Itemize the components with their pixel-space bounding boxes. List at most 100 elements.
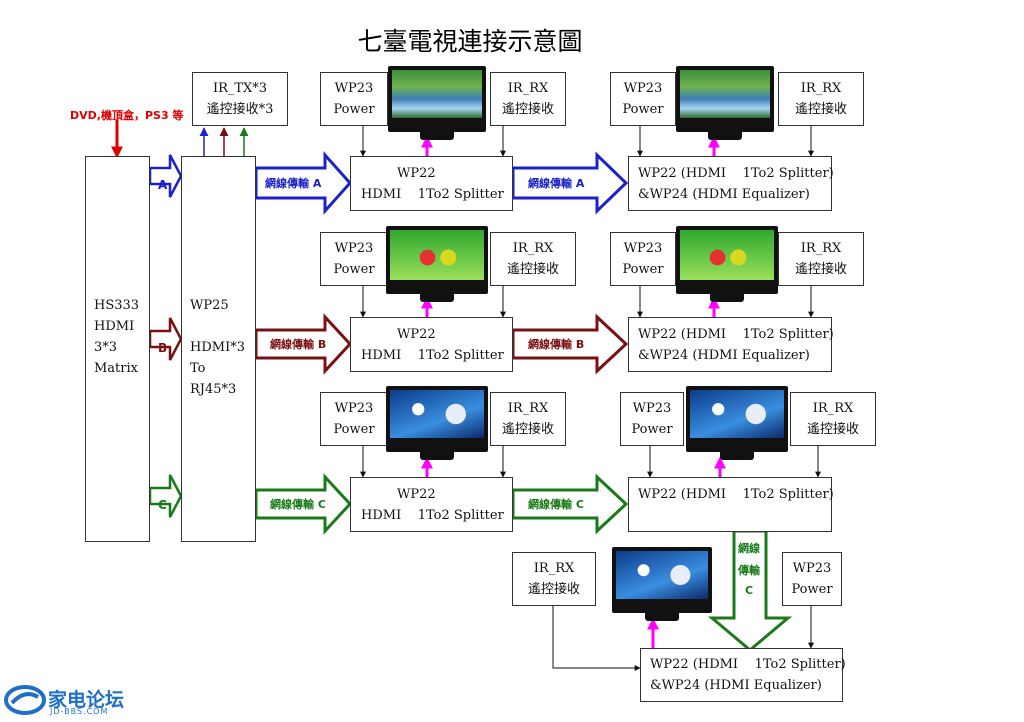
ir-rx-box-c2: IR_RX 遙控接收 xyxy=(790,392,876,446)
source-label: DVD,機頂盒，PS3 等 xyxy=(70,109,184,122)
wp22-wp24-box-a: WP22 (HDMI 1To2 Splitter) &WP24 (HDMI Eq… xyxy=(628,156,834,211)
converter-line: HDMI*3 xyxy=(190,340,245,355)
power-line: Power xyxy=(333,102,375,117)
link-arrow-c2 xyxy=(511,473,629,535)
ir-rx-box-d: IR_RX 遙控接收 xyxy=(512,552,596,606)
wp22-wp24-line: WP22 (HDMI 1To2 Splitter) xyxy=(638,166,834,181)
wp22-line: WP22 xyxy=(397,166,436,181)
port-label-a: A xyxy=(158,178,168,192)
power-box-c1: WP23 Power xyxy=(320,392,388,446)
port-arrow-b xyxy=(148,317,183,361)
matrix-line: HS333 xyxy=(94,298,140,313)
wp22-wp24-line: WP22 (HDMI 1To2 Splitter) xyxy=(638,327,834,342)
wp22-line: HDMI 1To2 Splitter xyxy=(361,187,504,202)
ir-tx-line: 遙控接收*3 xyxy=(206,102,274,117)
wp22-box-b: WP22 HDMI 1To2 Splitter xyxy=(350,317,513,372)
wp22-wp24-line: &WP24 (HDMI Equalizer) xyxy=(650,678,822,693)
ir-tx-line: IR_TX*3 xyxy=(212,81,268,96)
link-arrow-b2 xyxy=(511,313,629,375)
ir-rx-line: IR_RX xyxy=(507,81,549,96)
ir-rx-box-c1: IR_RX 遙控接收 xyxy=(490,392,566,446)
converter-line: RJ45*3 xyxy=(190,382,237,397)
power-box-c2: WP23 Power xyxy=(620,392,684,446)
power-line: WP23 xyxy=(623,241,663,256)
ir-rx-box-a1: IR_RX 遙控接收 xyxy=(490,72,566,126)
wp22-wp24-line: &WP24 (HDMI Equalizer) xyxy=(638,348,810,363)
wp22-line: HDMI 1To2 Splitter xyxy=(361,508,504,523)
power-line: Power xyxy=(333,262,375,277)
power-line: WP23 xyxy=(334,241,374,256)
tv-icon xyxy=(386,386,488,460)
power-box-b2: WP23 Power xyxy=(610,232,676,286)
converter-box: WP25 HDMI*3 To RJ45*3 xyxy=(181,156,256,542)
power-line: Power xyxy=(333,422,375,437)
power-line: WP23 xyxy=(632,401,672,416)
link-label-c2: 網線傳輸 C xyxy=(528,497,584,511)
matrix-line: HDMI xyxy=(94,319,135,334)
wp22-only-box-c: WP22 (HDMI 1To2 Splitter) xyxy=(628,477,834,532)
ir-rx-line: IR_RX xyxy=(800,241,842,256)
tv-icon xyxy=(386,226,488,302)
link-label-b1: 網線傳輸 B xyxy=(270,337,326,351)
ir-rx-line: 遙控接收 xyxy=(794,262,847,277)
tv-icon xyxy=(686,386,788,460)
wp22-line: WP22 xyxy=(397,327,436,342)
power-box-a2: WP23 Power xyxy=(610,72,676,126)
wp22-line: WP22 xyxy=(397,487,436,502)
tv-icon xyxy=(676,66,774,140)
power-line: Power xyxy=(631,422,673,437)
tv-icon xyxy=(612,547,712,621)
tv-icon xyxy=(388,66,486,140)
ir-rx-box-b1: IR_RX 遙控接收 xyxy=(490,232,576,286)
link-label-c-down-2: 傳輸 xyxy=(737,563,761,577)
converter-line: WP25 xyxy=(190,298,229,313)
link-arrow-a1 xyxy=(254,151,353,215)
ir-rx-line: IR_RX xyxy=(800,81,842,96)
ir-rx-line: 遙控接收 xyxy=(527,582,580,597)
converter-line: To xyxy=(190,361,206,376)
port-label-c: C xyxy=(158,498,167,512)
ir-rx-box-a2: IR_RX 遙控接收 xyxy=(778,72,864,126)
logo-icon: 家电论坛 JD-BBS.COM xyxy=(4,683,134,719)
power-line: WP23 xyxy=(623,81,663,96)
port-arrow-a xyxy=(148,154,183,198)
ir-rx-line: 遙控接收 xyxy=(794,102,847,117)
wp22-box-c: WP22 HDMI 1To2 Splitter xyxy=(350,477,513,532)
wp22-wp24-line: WP22 (HDMI 1To2 Splitter) xyxy=(650,657,846,672)
power-box-b1: WP23 Power xyxy=(320,232,388,286)
link-label-b2: 網線傳輸 B xyxy=(528,337,584,351)
diagram-title: 七臺電視連接示意圖 xyxy=(357,27,583,56)
power-line: WP23 xyxy=(792,561,832,576)
power-box-a1: WP23 Power xyxy=(320,72,388,126)
link-label-a1: 網線傳輸 A xyxy=(265,176,322,190)
wp22-wp24-line: &WP24 (HDMI Equalizer) xyxy=(638,187,810,202)
logo-text-cn: 家电论坛 xyxy=(48,689,125,711)
port-arrow-c xyxy=(148,474,183,518)
power-line: WP23 xyxy=(334,81,374,96)
power-line: Power xyxy=(622,262,664,277)
port-label-b: B xyxy=(158,341,167,355)
wp22-wp24-box-d: WP22 (HDMI 1To2 Splitter) &WP24 (HDMI Eq… xyxy=(640,648,846,702)
ir-rx-line: 遙控接收 xyxy=(501,102,554,117)
link-arrow-a2 xyxy=(511,151,629,215)
wp22-wp24-box-b: WP22 (HDMI 1To2 Splitter) &WP24 (HDMI Eq… xyxy=(628,317,834,372)
matrix-line: Matrix xyxy=(94,361,138,376)
ir-rx-box-b2: IR_RX 遙控接收 xyxy=(778,232,864,286)
power-box-d: WP23 Power xyxy=(782,552,842,606)
power-line: Power xyxy=(791,582,833,597)
ir-rx-line: 遙控接收 xyxy=(806,422,859,437)
link-label-c-down-3: C xyxy=(745,584,753,597)
link-label-c-down-1: 網線 xyxy=(738,541,760,555)
link-arrow-c-down xyxy=(707,529,793,652)
ir-rx-line: 遙控接收 xyxy=(506,262,559,277)
converter-line xyxy=(190,316,255,337)
ir-rx-line: 遙控接收 xyxy=(501,422,554,437)
link-arrow-b1 xyxy=(254,313,353,375)
wp22-only-line: WP22 (HDMI 1To2 Splitter) xyxy=(638,487,834,502)
ir-rx-line: IR_RX xyxy=(812,401,854,416)
link-arrow-c1 xyxy=(254,473,353,535)
ir-rx-line: IR_RX xyxy=(507,401,549,416)
wp22-box-a: WP22 HDMI 1To2 Splitter xyxy=(350,156,513,211)
tv-icon xyxy=(676,226,778,302)
